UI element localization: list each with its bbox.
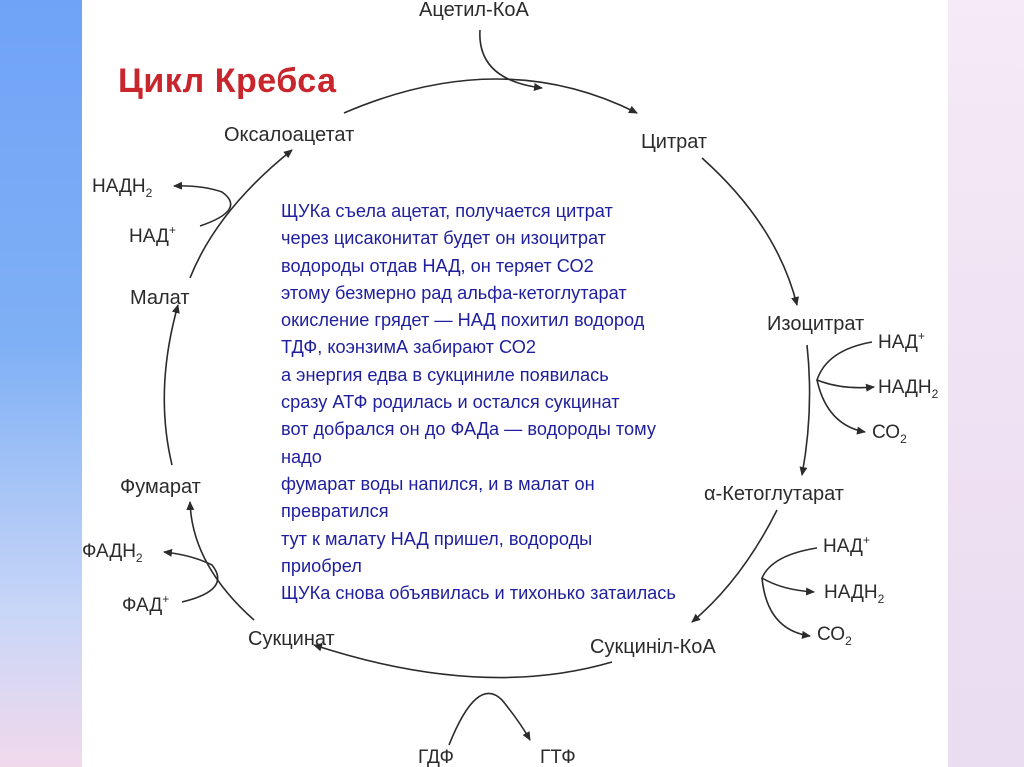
poem-line: через цисаконитат будет он изоцитрат	[281, 228, 607, 249]
label-nad-ketoglutarate: НАД+	[823, 533, 870, 557]
mnemonic-poem: ЩУКа съела ацетат, получается цитрат чер…	[281, 198, 761, 607]
arrow-acetylcoa-in	[479, 29, 543, 91]
poem-line: надо	[281, 446, 322, 467]
poem-line: приобрел	[281, 555, 362, 576]
arrow-fumarate-to-malate	[163, 304, 180, 466]
krebs-cycle-diagram: Ацетил-КоА Цитрат Изоцитрат α-Кетоглутар…	[82, 0, 939, 767]
poem-line: а энергия едва в сукциниле появилась	[281, 364, 609, 385]
poem-line: вот добрался он до ФАДа — водороды тому	[281, 419, 656, 440]
poem-line: тут к малату НАД пришел, водороды	[281, 528, 593, 549]
arrow-gdp-to-gtp	[448, 692, 531, 746]
label-nadh-malate: НАДН2	[92, 176, 153, 200]
poem-line: сразу АТФ родилась и остался сукцинат	[281, 392, 620, 413]
arrow-malate-nad-to-nadh	[173, 181, 232, 227]
arrow-ketoglutarate-nad-to-nadh	[760, 547, 818, 596]
label-isocitrate: Изоцитрат	[767, 313, 864, 335]
label-co2-ketoglutarate: СО2	[817, 624, 852, 648]
label-fumarate: Фумарат	[120, 476, 201, 498]
poem-line: превратился	[281, 501, 389, 522]
label-acetyl-coa: Ацетил-КоА	[419, 0, 529, 21]
arrow-oxaloacetate-to-citrate	[343, 78, 638, 114]
label-co2-isocitrate: СО2	[872, 422, 907, 446]
label-malate: Малат	[130, 287, 190, 309]
label-fad-succinate: ФАД+	[122, 592, 169, 616]
label-nadh-ketoglutarate: НАДН2	[824, 582, 885, 606]
arrow-succinate-to-fumarate	[186, 501, 255, 621]
label-succinyl-coa: Сукциніл-КоА	[590, 636, 716, 658]
slide-title: Цикл Кребса	[118, 62, 337, 100]
label-succinate: Сукцинат	[248, 628, 335, 650]
label-alpha-ketoglutarate: α-Кетоглутарат	[704, 483, 844, 505]
arrow-succinylcoa-to-succinate	[313, 643, 613, 679]
right-gradient-band	[948, 0, 1024, 767]
label-oxaloacetate: Оксалоацетат	[224, 124, 354, 146]
arrow-ketoglutarate-co2-out	[761, 577, 811, 639]
arrow-malate-to-oxaloacetate	[189, 149, 293, 279]
label-nadh-isocitrate: НАДН2	[878, 377, 939, 401]
label-nad-malate: НАД+	[129, 223, 176, 247]
label-fadh-succinate: ФАДН2	[82, 541, 143, 565]
left-gradient-band	[0, 0, 82, 767]
poem-line: водороды отдав НАД, он теряет СО2	[281, 255, 594, 276]
arrow-ketoglutarate-to-succinylcoa	[691, 509, 778, 623]
poem-line: ТДФ, коэнзимА забирают СО2	[281, 337, 537, 358]
arrow-isocitrate-nad-to-nadh	[816, 341, 875, 392]
arrow-isocitrate-co2-out	[816, 379, 866, 435]
arrow-succinate-fad-to-fadh	[163, 548, 219, 603]
poem-line: ЩУКа съела ацетат, получается цитрат	[281, 201, 613, 221]
arrow-citrate-to-isocitrate	[701, 157, 799, 306]
slide: Цикл Кребса Ацети	[82, 0, 948, 767]
poem-line: ЩУКа снова объявилась и тихонько затаила…	[281, 583, 676, 604]
label-nad-isocitrate: НАД+	[878, 329, 925, 353]
arrow-isocitrate-to-ketoglutarate	[799, 344, 811, 476]
label-gtp: ГТФ	[540, 747, 576, 767]
poem-line: этому безмерно рад альфа-кетоглутарат	[281, 282, 627, 303]
poem-line: фумарат воды напился, и в малат он	[281, 473, 595, 494]
label-gdp: ГДФ	[418, 747, 454, 767]
label-citrate: Цитрат	[641, 131, 707, 153]
poem-line: окисление грядет — НАД похитил водород	[281, 310, 645, 331]
